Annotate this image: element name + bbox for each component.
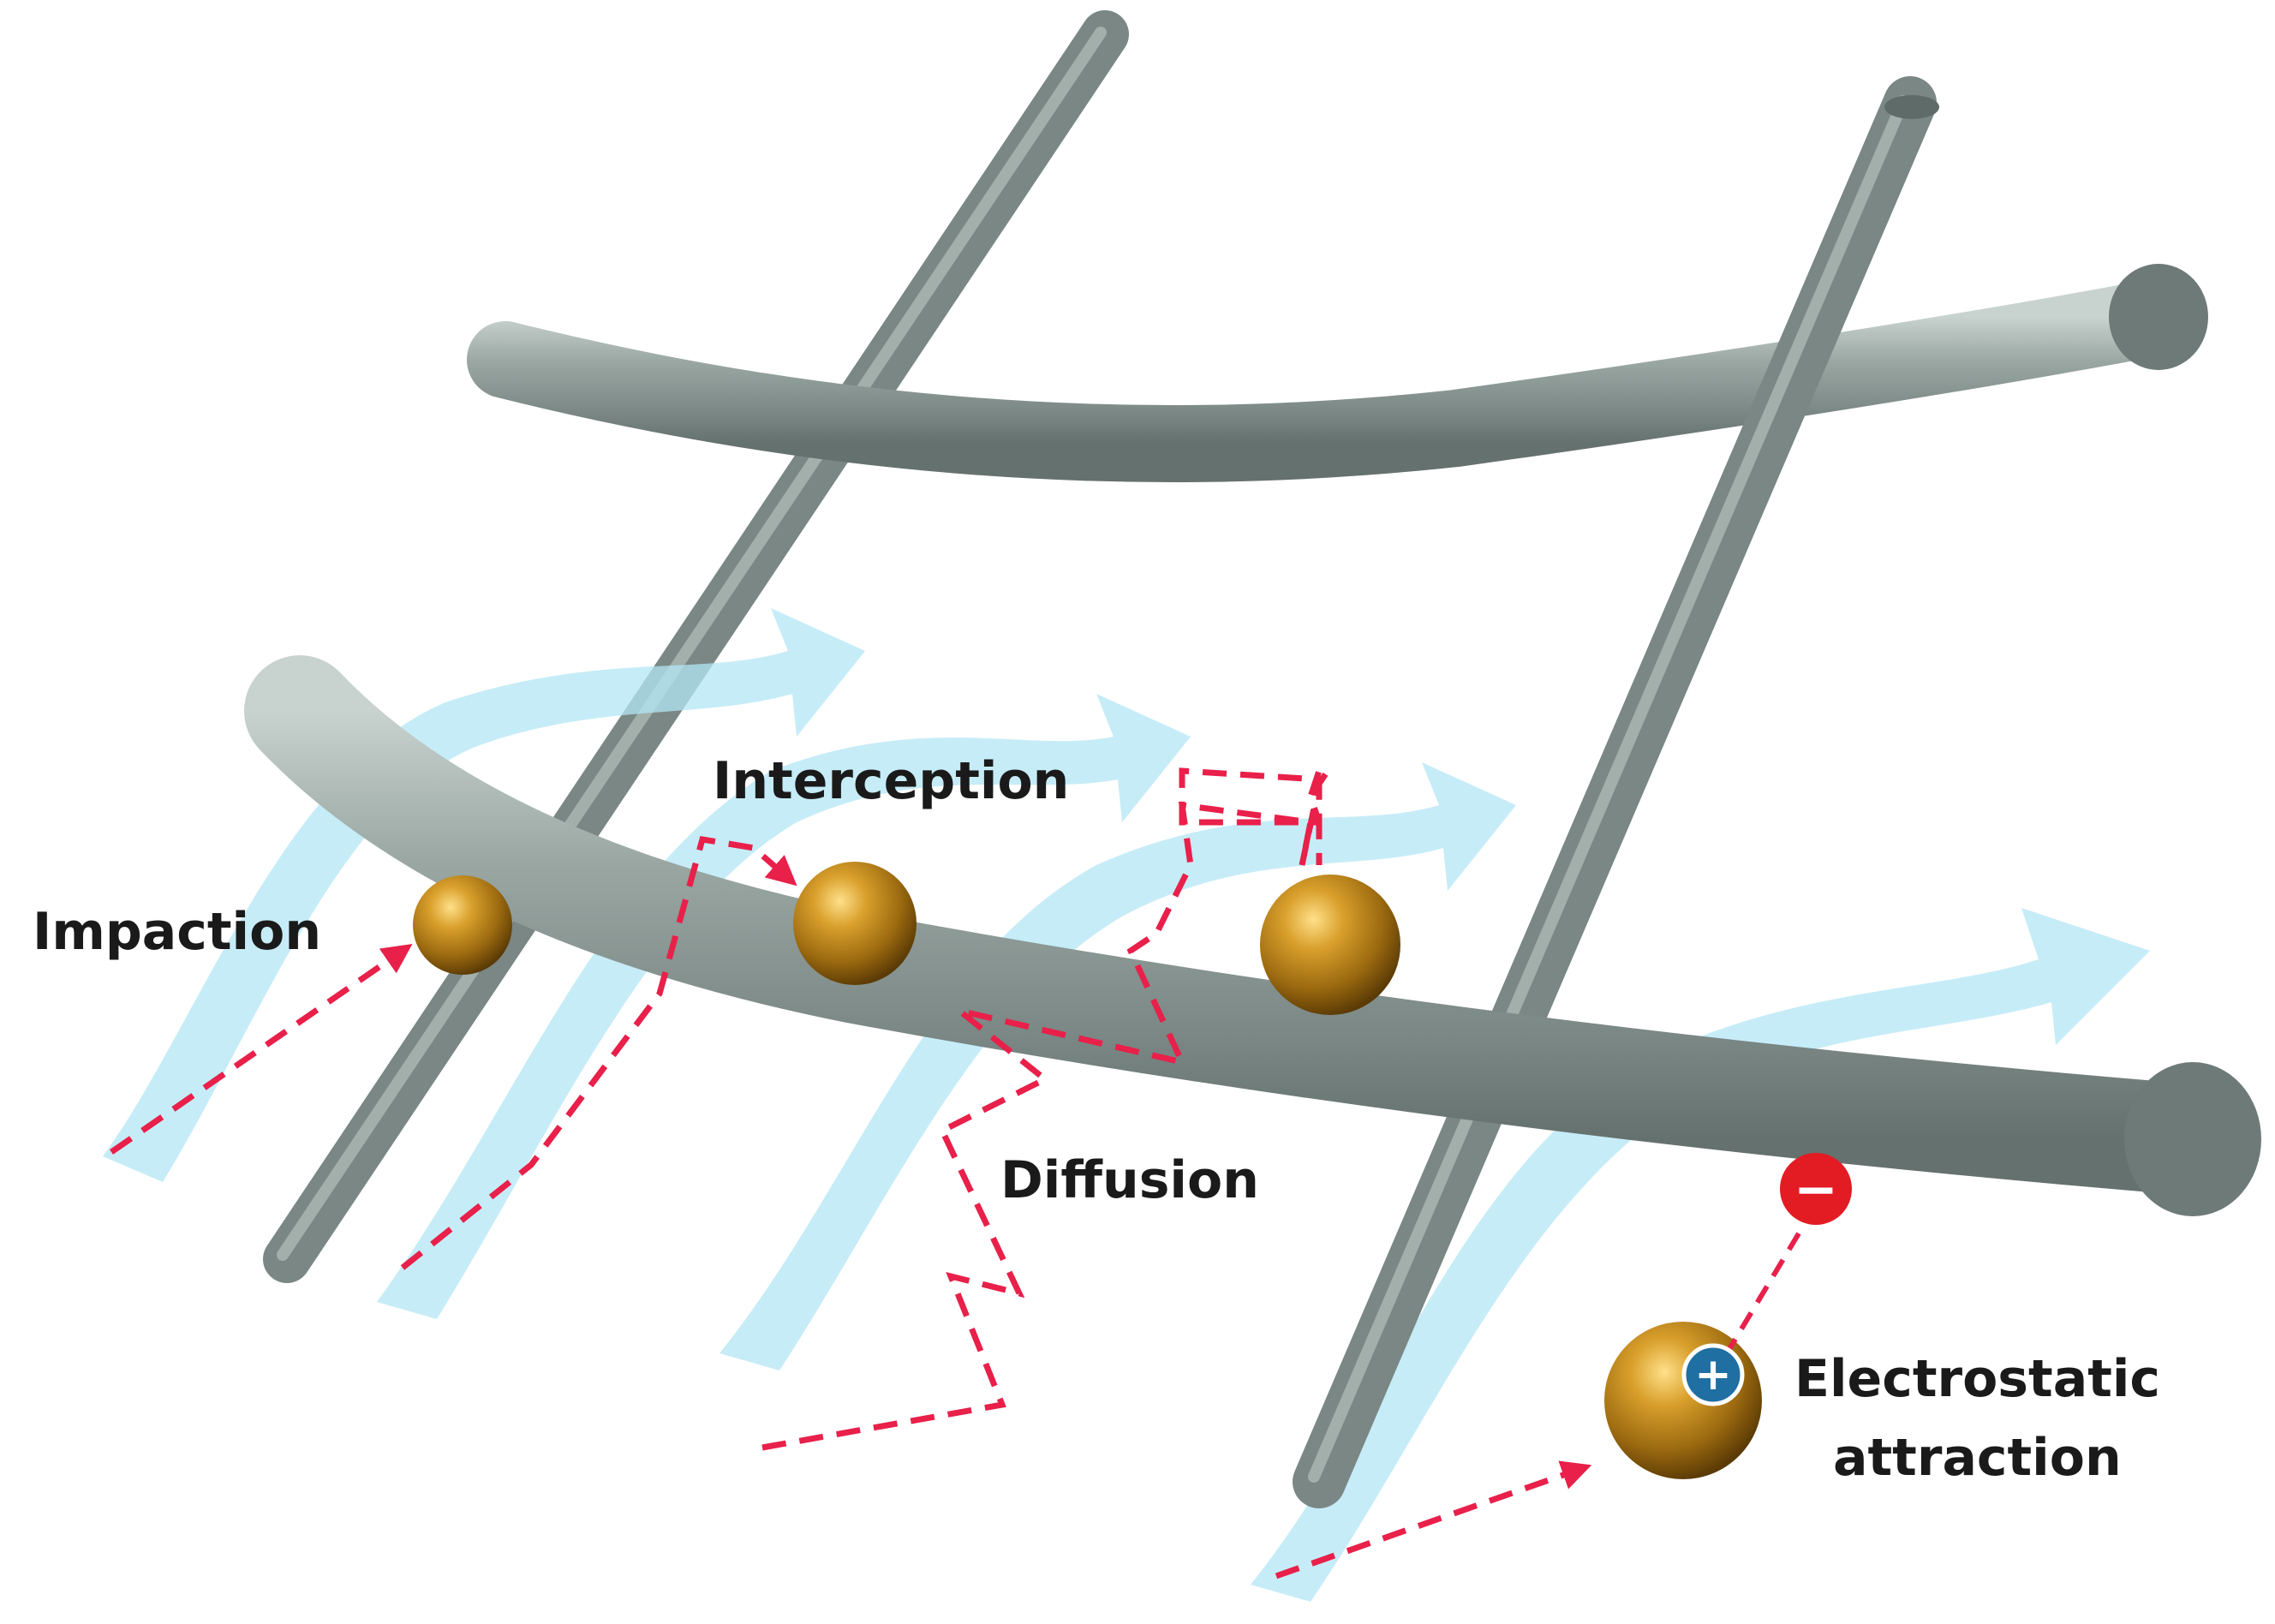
airflow-stream-2 bbox=[377, 694, 1191, 1319]
label-electrostatic-line2: attraction bbox=[1833, 1428, 2122, 1488]
positive-charge-sign: + bbox=[1694, 1349, 1732, 1400]
label-electrostatic-line1: Electrostatic bbox=[1794, 1349, 2160, 1409]
particle-diffusion bbox=[1260, 875, 1400, 1015]
fiber-diagonal-right-group bbox=[1293, 76, 1939, 1508]
negative-charge-icon bbox=[1780, 1153, 1852, 1225]
airflow-stream-1 bbox=[103, 608, 865, 1182]
fiber-diagonal-right bbox=[1293, 76, 1937, 1508]
particle-impaction bbox=[413, 875, 512, 975]
fiber-upper-end bbox=[2109, 264, 2208, 370]
label-impaction: Impaction bbox=[33, 902, 321, 962]
diffusion-path bbox=[761, 767, 1334, 1451]
charge-connector bbox=[1719, 1232, 1801, 1364]
charges: − + bbox=[1681, 1153, 1852, 1406]
positive-charge-icon bbox=[1681, 1343, 1745, 1406]
label-diffusion: Diffusion bbox=[1000, 1150, 1259, 1210]
fiber-right-end bbox=[1884, 95, 1939, 119]
particle-interception bbox=[793, 862, 917, 985]
fiber-front-end bbox=[2124, 1062, 2261, 1216]
electrostatic-path bbox=[1275, 1460, 1592, 1579]
particle-electrostatic bbox=[1604, 1322, 1762, 1479]
interception-path bbox=[400, 836, 797, 1270]
impaction-path bbox=[110, 944, 413, 1155]
label-interception: Interception bbox=[713, 751, 1069, 811]
negative-charge-sign: − bbox=[1794, 1158, 1838, 1221]
fiber-front-curved bbox=[244, 655, 2240, 1195]
mechanism-labels: Impaction Interception Diffusion Electro… bbox=[33, 751, 2160, 1488]
fiber-upper-curved bbox=[467, 278, 2197, 482]
front-fiber-group bbox=[244, 655, 2261, 1216]
particle-paths bbox=[110, 767, 1592, 1579]
airflow-stream-3 bbox=[720, 762, 1516, 1370]
back-fibers bbox=[263, 10, 2208, 1283]
